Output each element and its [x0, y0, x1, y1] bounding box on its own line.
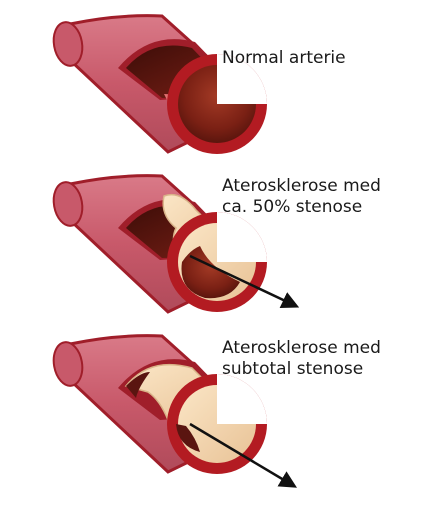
label-line: Normal arterie — [222, 48, 346, 68]
label-line: Aterosklerose med — [222, 338, 381, 358]
cutaway-mask — [217, 54, 267, 104]
label-normal: Normal arterie — [222, 48, 346, 69]
label-line: Aterosklerose med — [222, 176, 381, 196]
artery-normal — [52, 14, 267, 154]
artery-back-end — [52, 21, 84, 67]
cutaway-mask — [217, 212, 267, 262]
indicator-arrow — [189, 422, 298, 488]
label-moderate: Aterosklerose med ca. 50% stenose — [222, 176, 381, 218]
label-line: ca. 50% stenose — [222, 197, 363, 217]
residual-lumen-back — [126, 372, 150, 398]
artery-front-lumen — [176, 424, 200, 452]
label-line: subtotal stenose — [222, 359, 364, 379]
cutaway-mask — [217, 374, 267, 424]
artery-moderate-stenosis — [52, 174, 300, 314]
indicator-arrow — [189, 254, 300, 308]
label-subtotal: Aterosklerose med subtotal stenose — [222, 338, 381, 380]
artery-back-end — [52, 341, 84, 387]
artery-back-end — [52, 181, 84, 227]
artery-subtotal-stenosis — [52, 334, 298, 488]
